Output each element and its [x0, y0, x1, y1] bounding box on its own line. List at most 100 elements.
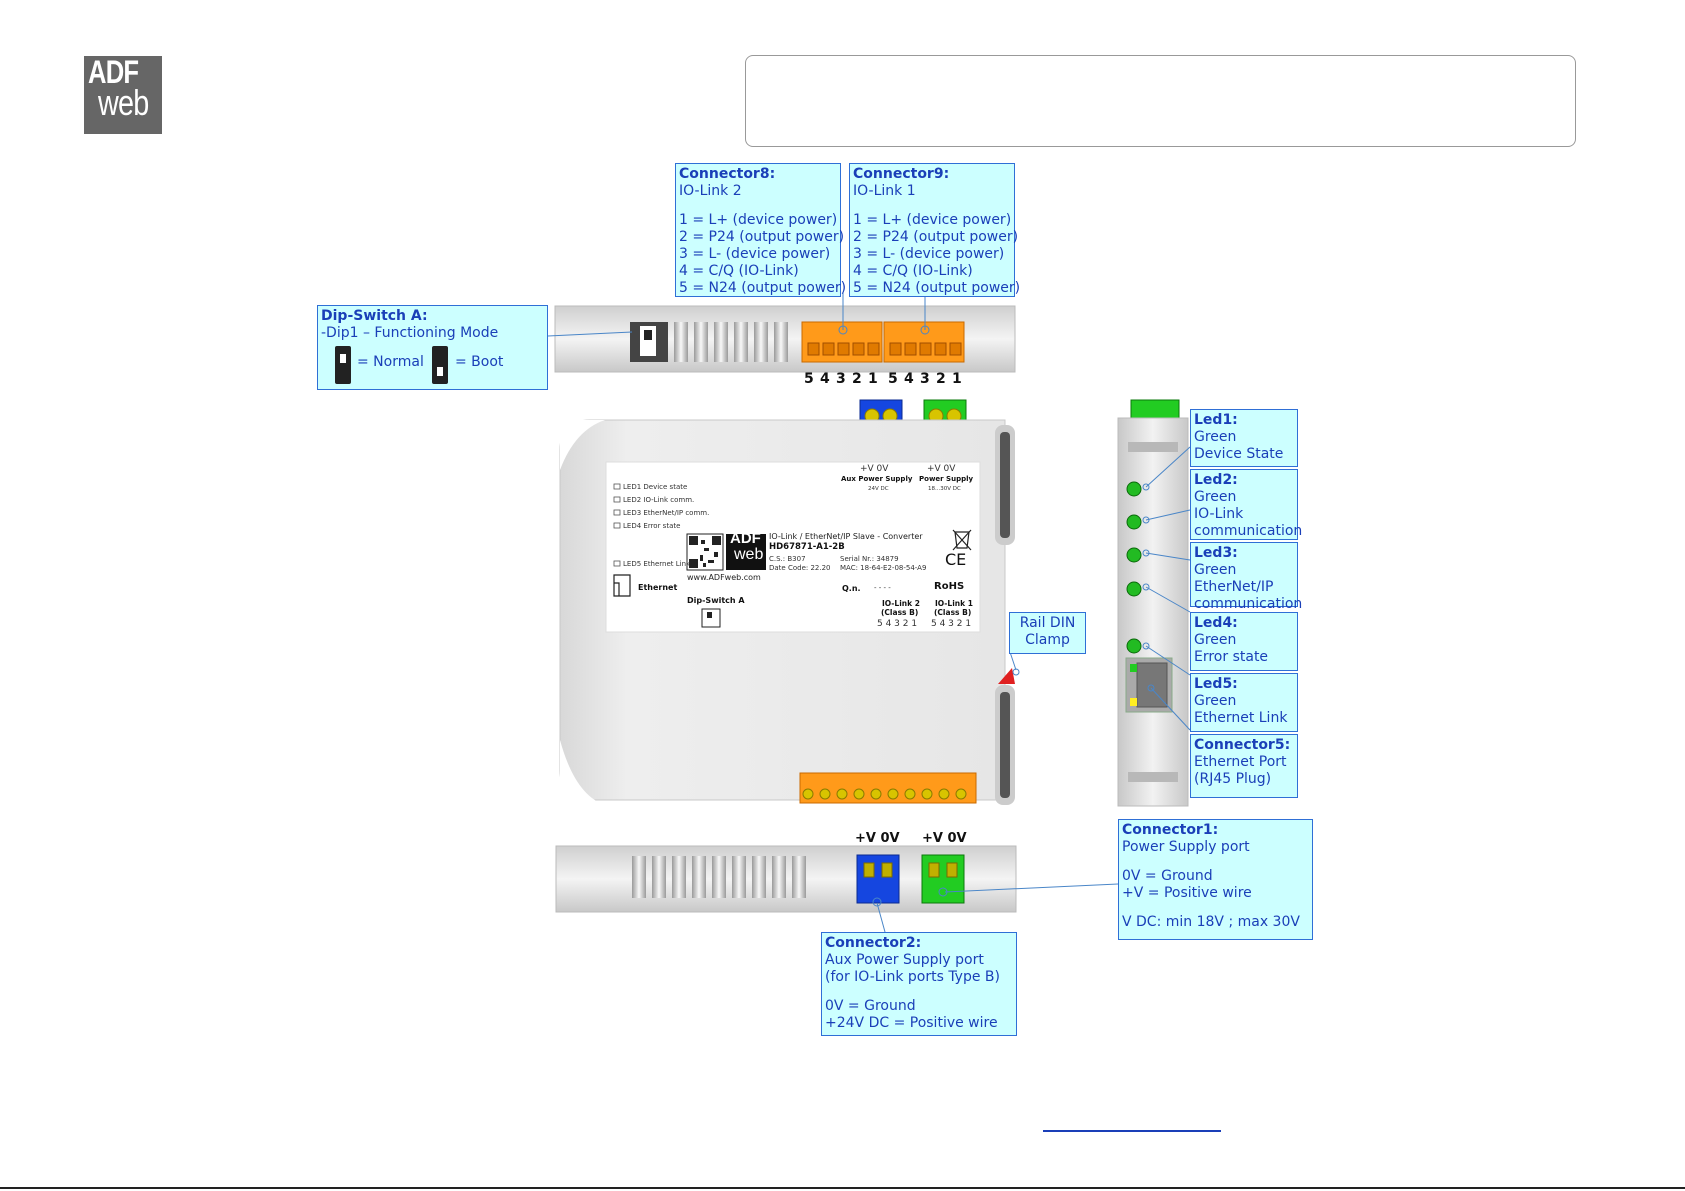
- label-code: HD67871-A1-2B: [769, 542, 845, 552]
- label-ps-v: 18...30V DC: [928, 486, 961, 492]
- io-link-2-terminal: [801, 321, 883, 363]
- label-led1: LED1 Device state: [623, 483, 688, 491]
- led3-callout: Led3: Green EtherNet/IP communication: [1190, 542, 1302, 612]
- connector1-callout: Connector1: Power Supply port 0V = Groun…: [1118, 819, 1313, 940]
- connector9-callout: Connector9: IO-Link 1 1 = L+ (device pow…: [849, 163, 1020, 297]
- dipswitch-modes: = Normal = Boot: [321, 342, 544, 386]
- label-led3: LED3 EtherNet/IP comm.: [623, 509, 710, 517]
- leader-lines: [547, 292, 1191, 933]
- label-dipswitch: Dip-Switch A: [687, 596, 745, 605]
- label-date: Date Code: 22.20: [769, 564, 831, 572]
- label-cs: C.S.: B307: [769, 555, 806, 563]
- power-supply-label: +V 0V: [922, 831, 967, 846]
- connector2-callout: Connector2: Aux Power Supply port (for I…: [821, 932, 1017, 1036]
- led1-callout: Led1: Green Device State: [1190, 409, 1298, 467]
- connector8-gap: [679, 200, 837, 212]
- pin-number: 3: [920, 371, 930, 387]
- io-link-1-terminal: [883, 321, 965, 363]
- connector2-line: 0V = Ground: [825, 998, 916, 1014]
- label-led5: LED5 Ethernet Link: [623, 560, 691, 568]
- connector8-line: IO-Link 2: [679, 183, 742, 199]
- connector1-title: Connector1:: [1122, 822, 1219, 838]
- connector2-title: Connector2:: [825, 935, 922, 951]
- rail-line: Clamp: [1025, 632, 1070, 648]
- pin-number: 4: [820, 371, 830, 387]
- connector1-line: V DC: min 18V ; max 30V: [1122, 914, 1300, 930]
- top-view: [554, 305, 1016, 373]
- pin-number: 2: [852, 371, 862, 387]
- label-logo-top: ADF: [730, 530, 761, 547]
- bottom-view: [555, 845, 1017, 913]
- led2-line: Green: [1194, 489, 1237, 505]
- pin-number: 1: [868, 371, 878, 387]
- led4-indicator: [1126, 581, 1142, 597]
- connector9-line: 1 = L+ (device power): [853, 212, 1012, 228]
- connector1-line: 0V = Ground: [1122, 868, 1213, 884]
- top-pin-numbers: 5 4 3 2 1 5 4 3 2 1: [804, 371, 968, 391]
- side-view: [1117, 399, 1189, 807]
- footer-link-underline[interactable]: [1043, 1130, 1221, 1132]
- connector1-gap: [1122, 856, 1309, 868]
- dipswitch-line: -Dip1 – Functioning Mode: [321, 325, 499, 341]
- label-io2-class: (Class B): [881, 608, 919, 617]
- label-io2-name: IO-Link 2: [882, 599, 920, 608]
- label-ethernet: Ethernet: [638, 583, 678, 592]
- bottom-vent-fins: [632, 856, 806, 898]
- dipswitch-title: Dip-Switch A:: [321, 308, 428, 324]
- label-io1-class: (Class B): [934, 608, 972, 617]
- connector2-line: (for IO-Link ports Type B): [825, 969, 1000, 985]
- connector2-line: Aux Power Supply port: [825, 952, 984, 968]
- label-product: IO-Link / EtherNet/IP Slave - Converter: [769, 532, 923, 541]
- header-box: [745, 55, 1576, 147]
- pin-number: 3: [836, 371, 846, 387]
- dipswitch-callout: Dip-Switch A: -Dip1 – Functioning Mode =…: [317, 305, 548, 390]
- logo-bottom-text: web: [98, 82, 149, 123]
- connector1-line: +V = Positive wire: [1122, 885, 1252, 901]
- led4-callout: Led4: Green Error state: [1190, 612, 1298, 671]
- label-mac: MAC: 18-64-E2-08-54-A9: [840, 564, 927, 572]
- connector1-gap: [1122, 902, 1309, 914]
- led4-title: Led4:: [1194, 615, 1238, 631]
- pin-number: 4: [904, 371, 914, 387]
- front-view: [559, 399, 1015, 805]
- label-led2: LED2 IO-Link comm.: [623, 496, 695, 504]
- pin-number: 1: [952, 371, 962, 387]
- connector5-title: Connector5:: [1194, 737, 1291, 753]
- label-rohs: RoHS: [934, 581, 965, 592]
- led1-line: Device State: [1194, 446, 1284, 462]
- label-led4: LED4 Error state: [623, 522, 681, 530]
- label-ce: CE: [945, 550, 967, 569]
- led4-line: Error state: [1194, 649, 1269, 665]
- dip-boot-label: = Boot: [455, 354, 504, 370]
- led3-line: Green: [1194, 562, 1237, 578]
- label-ps-top: +V 0V: [927, 464, 956, 474]
- label-aux-name: Aux Power Supply: [841, 475, 913, 483]
- led5-indicator: [1126, 638, 1142, 654]
- led3-line: EtherNet/IP: [1194, 579, 1274, 595]
- rail-din-clamp-callout: Rail DIN Clamp: [1009, 612, 1086, 654]
- connector8-line: 5 = N24 (output power): [679, 280, 847, 296]
- connector8-line: 1 = L+ (device power): [679, 212, 838, 228]
- connector5-callout: Connector5: Ethernet Port (RJ45 Plug): [1190, 734, 1298, 798]
- adfweb-logo: ADF web: [84, 54, 162, 134]
- logo-top-text: ADF: [88, 54, 139, 90]
- led1-indicator: [1126, 481, 1142, 497]
- led5-callout: Led5: Green Ethernet Link: [1190, 673, 1298, 732]
- led2-line: communication: [1194, 523, 1303, 539]
- led3-title: Led3:: [1194, 545, 1238, 561]
- bottom-io-terminals: [799, 772, 977, 804]
- dip-normal-icon: [335, 346, 351, 384]
- label-aux-v: 24V DC: [868, 486, 889, 492]
- connector1-line: Power Supply port: [1122, 839, 1250, 855]
- connector8-line: 4 = C/Q (IO-Link): [679, 263, 799, 279]
- connector8-callout: Connector8: IO-Link 2 1 = L+ (device pow…: [675, 163, 847, 297]
- pin-number: 5: [888, 371, 898, 387]
- top-vent-fins: [674, 322, 788, 362]
- connector2-gap: [825, 986, 1013, 998]
- rail-line: Rail DIN: [1019, 615, 1076, 631]
- connector8-line: 3 = L- (device power): [679, 246, 831, 262]
- label-io1-name: IO-Link 1: [935, 599, 973, 608]
- led5-title: Led5:: [1194, 676, 1238, 692]
- label-aux-top: +V 0V: [860, 464, 889, 474]
